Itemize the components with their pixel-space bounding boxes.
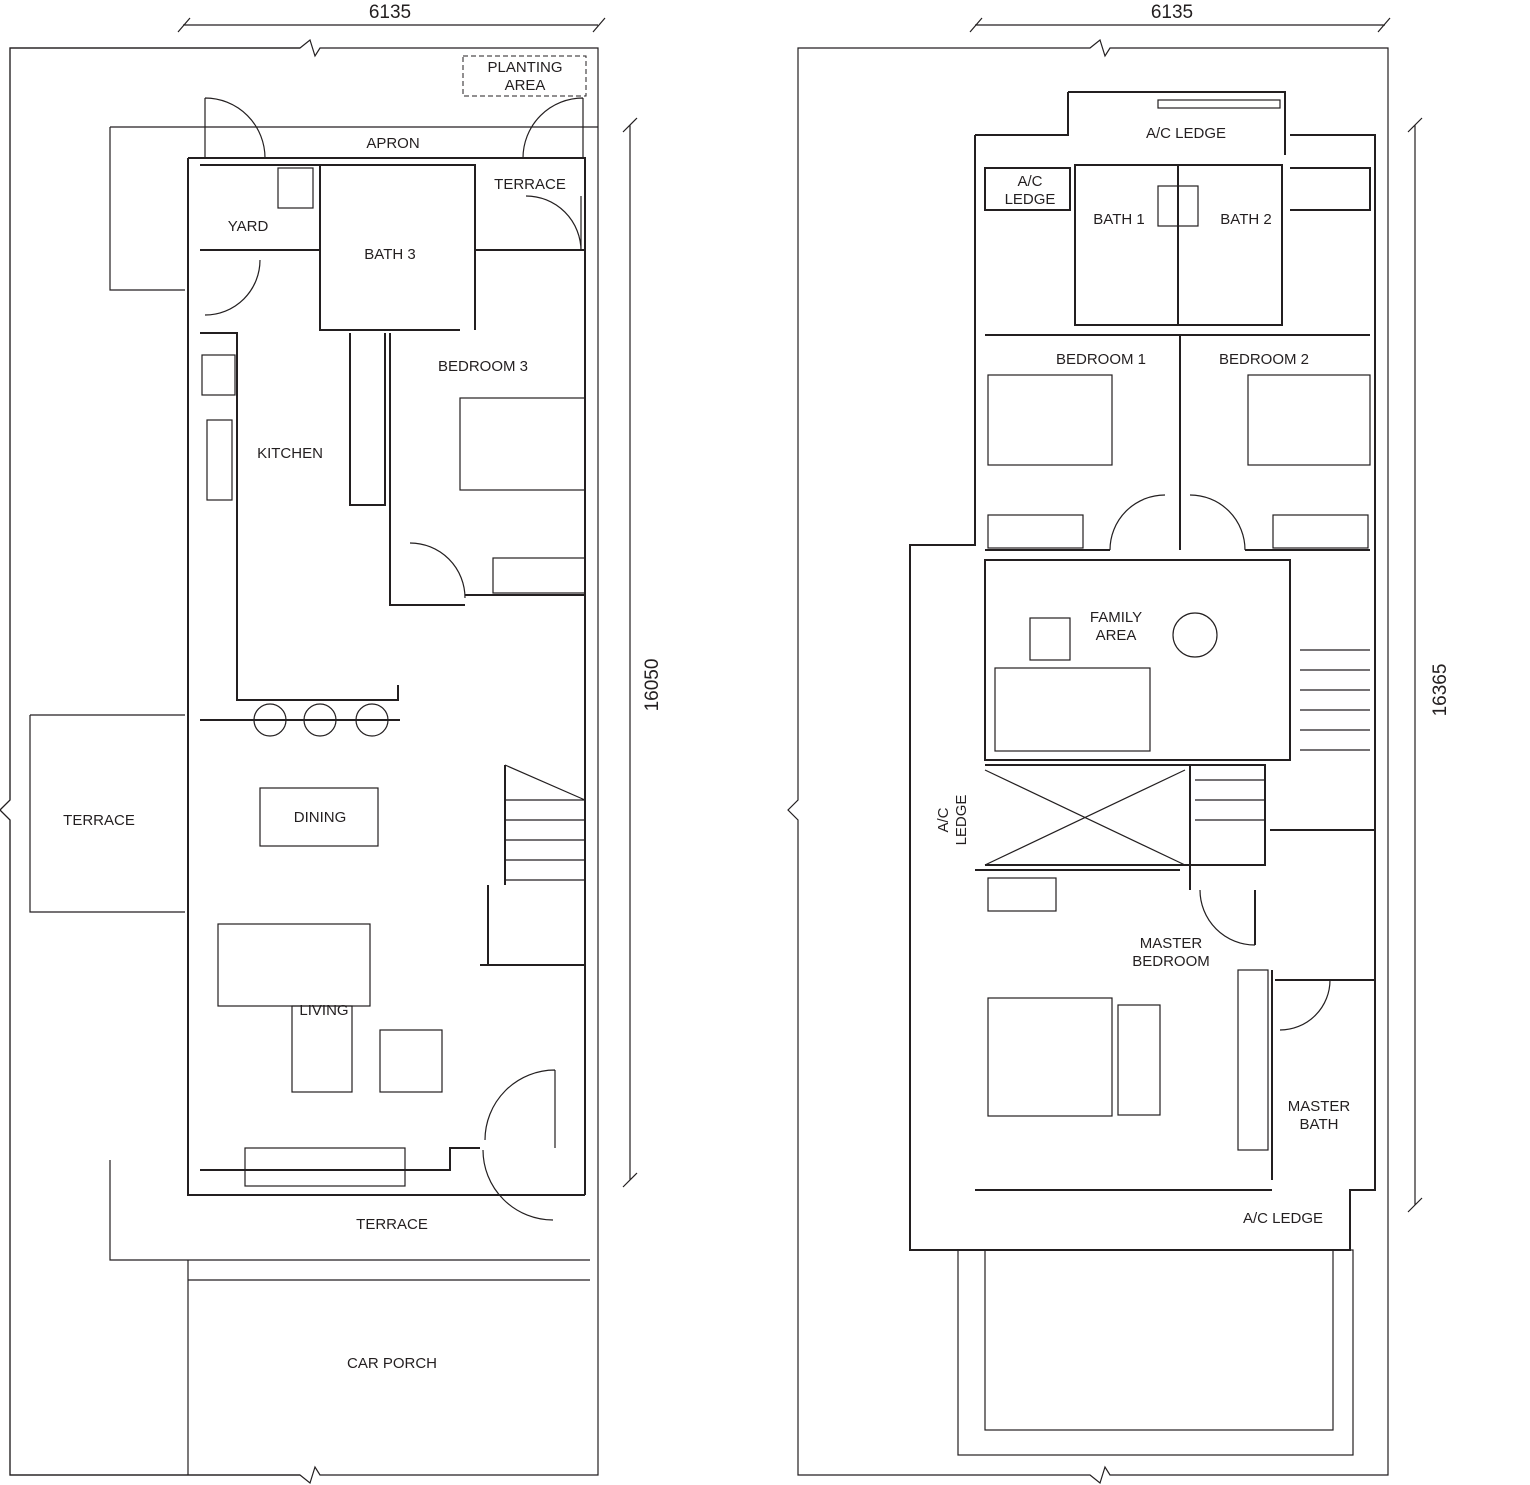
shower bbox=[1157, 185, 1199, 227]
yard-label: YARD bbox=[228, 218, 269, 235]
master-bedroom-label: BEDROOM bbox=[1132, 953, 1210, 970]
car-porch-label: CAR PORCH bbox=[347, 1355, 437, 1372]
bar-stool bbox=[253, 703, 287, 737]
ac-ledge-left-label: A/C bbox=[1017, 173, 1042, 190]
staircase bbox=[504, 764, 586, 881]
bath3-label: BATH 3 bbox=[364, 246, 415, 263]
tv-console bbox=[244, 1147, 406, 1187]
dining-table bbox=[259, 787, 379, 847]
dimension-lines bbox=[969, 17, 1423, 1213]
kitchen-label: KITCHEN bbox=[257, 445, 323, 462]
master-wardrobe bbox=[1237, 969, 1269, 1151]
depth-dimension: 16365 bbox=[1430, 664, 1451, 717]
bar-stool bbox=[303, 703, 337, 737]
apron-label: APRON bbox=[366, 135, 419, 152]
stove bbox=[201, 354, 236, 396]
wardrobe-bedroom1 bbox=[987, 514, 1084, 549]
bar-stool bbox=[355, 703, 389, 737]
balcony bbox=[957, 1249, 1354, 1456]
family-area-label: FAMILY bbox=[1090, 609, 1142, 626]
lot-boundary bbox=[0, 47, 300, 1476]
yard-sink bbox=[277, 167, 314, 209]
bath1-label: BATH 1 bbox=[1093, 211, 1144, 228]
interior-walls bbox=[200, 164, 585, 1171]
bath2-label: BATH 2 bbox=[1220, 211, 1271, 228]
planting-area bbox=[462, 55, 587, 97]
ac-ledge-top-label: A/C LEDGE bbox=[1146, 125, 1226, 142]
master-bath-label: MASTER bbox=[1288, 1098, 1351, 1115]
balcony-inner bbox=[984, 1249, 1334, 1431]
width-dimension: 6135 bbox=[1151, 2, 1193, 23]
family-chair bbox=[1172, 612, 1218, 658]
sofa bbox=[217, 923, 371, 1007]
apron-lines bbox=[29, 126, 598, 1475]
ac-ledge-side-label: LEDGE bbox=[953, 795, 970, 846]
staircase bbox=[1195, 649, 1370, 821]
ac-ledge-top bbox=[1157, 99, 1281, 109]
kitchen-sink bbox=[206, 419, 233, 501]
first-floor-plan: A/C LEDGE A/C LEDGE BATH 1 BATH 2 BEDROO… bbox=[787, 2, 1451, 1485]
master-shelf bbox=[987, 877, 1057, 912]
family-table bbox=[1029, 617, 1071, 661]
terrace-front-label: TERRACE bbox=[356, 1216, 428, 1233]
bed-bedroom3 bbox=[459, 397, 586, 491]
bedroom3-label: BEDROOM 3 bbox=[438, 358, 528, 375]
bed-bedroom1 bbox=[987, 374, 1113, 466]
bedroom2-label: BEDROOM 2 bbox=[1219, 351, 1309, 368]
living-label: LIVING bbox=[299, 1002, 348, 1019]
master-bed bbox=[987, 997, 1113, 1117]
dining-label: DINING bbox=[294, 809, 347, 826]
ac-ledge-left-label: LEDGE bbox=[1005, 191, 1056, 208]
family-sofa bbox=[994, 667, 1151, 752]
lot-outline bbox=[0, 38, 599, 1485]
house-walls bbox=[187, 157, 586, 1196]
bed-bedroom2 bbox=[1247, 374, 1371, 466]
ground-floor-plan: PLANTING AREA APRON TERRACE YARD BATH 3 … bbox=[0, 2, 663, 1485]
depth-dimension: 16050 bbox=[642, 659, 663, 712]
planting-area-label: PLANTING bbox=[487, 59, 562, 76]
terrace-side-label: TERRACE bbox=[63, 812, 135, 829]
interior-walls bbox=[975, 92, 1376, 1191]
family-area-label: AREA bbox=[1096, 627, 1137, 644]
armchair bbox=[379, 1029, 443, 1093]
wardrobe-bedroom2 bbox=[1272, 514, 1369, 549]
bedroom1-label: BEDROOM 1 bbox=[1056, 351, 1146, 368]
coffee-table bbox=[291, 1005, 353, 1093]
terrace-back-label: TERRACE bbox=[494, 176, 566, 193]
wardrobe bbox=[492, 557, 586, 594]
planting-area-label: AREA bbox=[505, 77, 546, 94]
ac-ledge-bottom-label: A/C LEDGE bbox=[1243, 1210, 1323, 1227]
width-dimension: 6135 bbox=[369, 2, 411, 23]
dimension-lines bbox=[177, 17, 638, 1188]
doors bbox=[204, 97, 584, 1221]
lot-outline bbox=[787, 38, 1389, 1485]
master-bedroom-label: MASTER bbox=[1140, 935, 1203, 952]
ac-ledge-side-label: A/C bbox=[935, 807, 952, 832]
master-bath-label: BATH bbox=[1300, 1116, 1339, 1133]
doors bbox=[1109, 494, 1331, 1031]
master-sofa bbox=[1117, 1004, 1161, 1116]
outer-walls bbox=[909, 91, 1376, 1251]
void bbox=[984, 769, 1186, 866]
